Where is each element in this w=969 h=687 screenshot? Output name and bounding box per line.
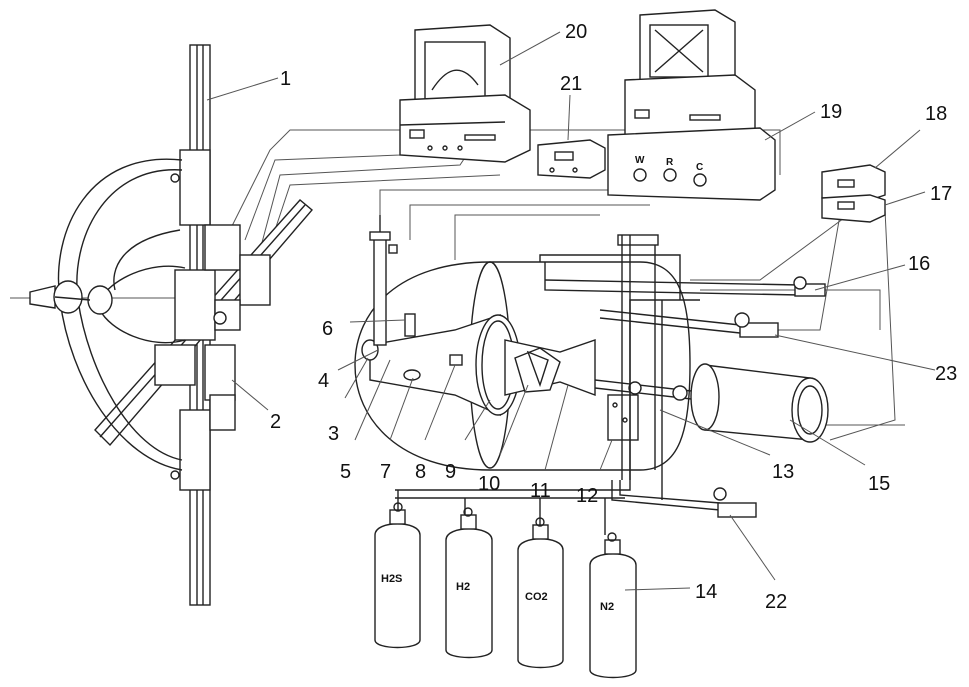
label-14: 14 bbox=[695, 581, 717, 603]
label-22: 22 bbox=[765, 591, 787, 613]
label-2: 2 bbox=[270, 411, 281, 433]
label-18: 18 bbox=[925, 103, 947, 125]
combustion-chamber bbox=[355, 262, 700, 470]
gas-label-h2: H2 bbox=[456, 581, 470, 593]
computer-20 bbox=[400, 25, 530, 162]
label-23: 23 bbox=[935, 363, 957, 385]
gas-label-n2: N2 bbox=[600, 601, 614, 613]
knob-label-c: C bbox=[696, 162, 703, 173]
label-11: 11 bbox=[530, 480, 551, 502]
unit-18 bbox=[822, 165, 885, 200]
label-20: 20 bbox=[565, 21, 587, 43]
cross-slide-assembly bbox=[95, 150, 312, 490]
valve-16 bbox=[794, 277, 825, 296]
gas-label-co2: CO2 bbox=[525, 591, 548, 603]
label-16: 16 bbox=[908, 253, 930, 275]
label-9: 9 bbox=[445, 461, 456, 483]
label-1: 1 bbox=[280, 68, 291, 90]
label-12: 12 bbox=[576, 485, 598, 507]
label-7: 7 bbox=[380, 461, 391, 483]
gas-label-h2s: H2S bbox=[381, 573, 402, 585]
label-21: 21 bbox=[560, 73, 582, 95]
valve-22 bbox=[714, 488, 756, 517]
label-6: 6 bbox=[322, 318, 333, 340]
label-13: 13 bbox=[772, 461, 794, 483]
knob-label-w: W bbox=[635, 155, 645, 166]
label-19: 19 bbox=[820, 101, 842, 123]
ignition-box bbox=[608, 395, 638, 440]
knob-label-r: R bbox=[666, 157, 674, 168]
label-3: 3 bbox=[328, 423, 339, 445]
injector-nozzle bbox=[30, 281, 112, 314]
label-4: 4 bbox=[318, 370, 329, 392]
valve-23 bbox=[735, 313, 778, 337]
controller-21 bbox=[538, 140, 605, 178]
unit-17 bbox=[822, 195, 885, 222]
label-15: 15 bbox=[868, 473, 890, 495]
label-17: 17 bbox=[930, 183, 952, 205]
label-5: 5 bbox=[340, 461, 351, 483]
label-8: 8 bbox=[415, 461, 426, 483]
computer-19 bbox=[608, 10, 775, 200]
label-10: 10 bbox=[478, 473, 500, 495]
